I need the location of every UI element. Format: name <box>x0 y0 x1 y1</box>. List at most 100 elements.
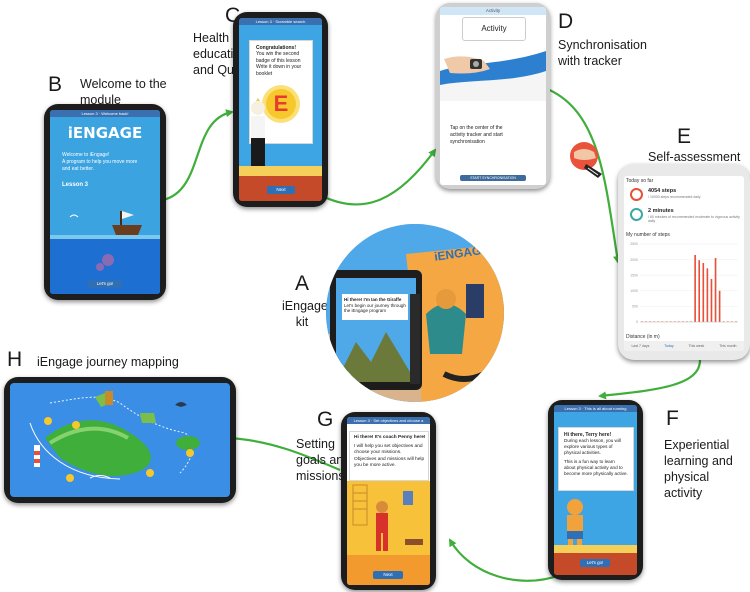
minutes-note: / 60 minutes of recommended moderate to … <box>648 215 740 223</box>
next-button[interactable]: Next <box>373 571 403 579</box>
screen-experiential: Lesson 3 · This is all about running Hi … <box>554 405 637 575</box>
tablet-text: Hi there! I'm Ian the Giraffe Let's begi… <box>344 297 406 314</box>
chart-bar <box>714 258 717 322</box>
label-b-letter: B <box>48 73 63 96</box>
tab-this-week[interactable]: This week <box>688 344 705 348</box>
terry-line: physical activities. <box>564 450 601 455</box>
section-steps: My number of steps <box>626 232 670 238</box>
tiger-character <box>567 499 583 547</box>
penny-title: Hi there! It's coach Penny here! <box>354 435 426 440</box>
tracker-wrist-icon <box>570 142 602 178</box>
lesson-title: Lesson 3 <box>62 182 89 188</box>
lets-go-button[interactable]: Let's go! <box>88 280 122 288</box>
label-g-caption-line: goals and <box>296 453 351 467</box>
label-h-letter: H <box>7 348 23 371</box>
chart-bar <box>694 254 696 322</box>
section-today: Today so far <box>626 178 654 184</box>
sync-line: synchronisation <box>450 139 485 145</box>
timer-icon <box>630 208 643 221</box>
badge-letter: E <box>273 91 289 116</box>
label-e-caption: Self-assessment <box>648 150 741 164</box>
congrats-line: You win the second <box>256 51 300 58</box>
lets-go-button[interactable]: Let's go! <box>580 559 610 567</box>
sync-line: activity tracker and start <box>450 132 503 138</box>
penny-line: choose your missions. <box>354 450 402 456</box>
arrow-b-to-c <box>162 109 234 202</box>
chart-bar <box>706 268 709 322</box>
app-logo: iENGAGE <box>67 124 143 142</box>
phone-quiz: Lesson 3 · Scramble search Congratulatio… <box>233 12 328 207</box>
tablet-title: Hi there! I'm Ian the Giraffe <box>344 297 402 302</box>
tab-today[interactable]: Today <box>664 344 674 348</box>
tablet-journey-map <box>4 377 236 503</box>
status-bar: Lesson 3 · Set objectives and choose a m… <box>347 417 430 430</box>
label-f-caption: Experiential learning and physical activ… <box>664 437 733 501</box>
chart-bar <box>718 290 721 322</box>
chart-y-tick-label: 0 <box>636 320 638 324</box>
status-bar: Lesson 3 · This is all about running <box>554 405 637 412</box>
phone-self-assessment: Today so far 4054 steps / 10000 steps re… <box>618 164 750 360</box>
label-d-caption-line: with tracker <box>558 54 622 68</box>
terry-card: Hi there, Terry here! During each lesson… <box>558 427 634 491</box>
welcome-line: and eat better. <box>62 166 94 172</box>
phone-experiential: Lesson 3 · This is all about running Hi … <box>548 400 643 580</box>
label-g-caption-line: Setting <box>296 437 335 451</box>
label-a-caption-line: iEngage <box>282 299 328 313</box>
badge-icon <box>266 89 296 119</box>
label-d-letter: D <box>558 10 574 33</box>
chart-y-tick-label: 2500 <box>630 242 638 246</box>
iengage-kit-photo: Hi there! I'm Ian the Giraffe Let's begi… <box>326 224 504 402</box>
kit-illustration <box>326 224 504 402</box>
tab-this-month[interactable]: This month <box>719 344 737 348</box>
screen-quiz: Lesson 3 · Scramble search Congratulatio… <box>239 18 322 201</box>
arrow-g-to-h <box>226 434 341 472</box>
arrow-c-to-d <box>319 148 437 206</box>
chart-bar <box>710 278 713 322</box>
label-d-caption-line: Synchronisation <box>558 38 647 52</box>
screen-goals: Lesson 3 · Set objectives and choose a m… <box>347 417 430 585</box>
label-f-caption-line: physical <box>664 470 710 484</box>
welcome-line: Welcome to iEngage! <box>62 152 110 158</box>
label-d-caption: Synchronisation with tracker <box>558 37 647 69</box>
steps-note: / 10000 steps recommended daily <box>648 195 701 199</box>
arrow-e-to-f <box>598 359 702 400</box>
label-c-caption-line: Health <box>193 31 230 45</box>
minutes-value: 2 minutes <box>648 208 674 214</box>
tab-last-7-days[interactable]: Last 7 days <box>631 344 650 348</box>
tablet-sub: Let's begin our journey through the iEng… <box>344 302 406 314</box>
status-bar: Lesson 3 · Scramble search <box>239 18 322 25</box>
label-a-caption: iEngage kit <box>282 298 328 330</box>
congrats-text: Congratulations! You win the second badg… <box>256 45 301 77</box>
terry-line: This is a fun way to learn <box>564 459 615 464</box>
chart-y-tick-label: 2000 <box>630 258 638 262</box>
start-sync-button[interactable]: START SYNCHRONISATION <box>460 175 526 181</box>
label-g-caption: Setting goals and missions <box>296 436 350 484</box>
section-distance: Distance (in m) <box>626 334 660 340</box>
chart-bar <box>702 263 705 322</box>
gym-illustration <box>347 481 430 585</box>
steps-icon <box>630 188 643 201</box>
label-b-caption-line: module <box>80 93 121 107</box>
penny-line: I will help you set objectives and <box>354 444 423 450</box>
label-f-caption-line: learning and <box>664 454 733 468</box>
sync-instructions: Tap on the center of the activity tracke… <box>450 125 503 146</box>
chart-y-tick-label: 500 <box>632 305 638 309</box>
activity-header: Activity <box>462 17 526 41</box>
congrats-line: badge of this lesson <box>256 57 301 64</box>
label-b-caption-line: Welcome to the <box>80 77 167 91</box>
chart-bar <box>698 260 701 322</box>
period-tabs: Last 7 days Today This week This month <box>624 341 744 351</box>
phone-welcome: Lesson 3 · Welcome back! iENGAGE Welcome… <box>44 104 166 300</box>
steps-value: 4054 steps <box>648 188 677 194</box>
sync-line: Tap on the center of the <box>450 125 503 131</box>
arrow-f-to-g <box>449 538 561 582</box>
next-button[interactable]: Next <box>267 186 295 194</box>
terry-line: become more physically active. <box>564 471 628 476</box>
label-h-caption: iEngage journey mapping <box>37 355 179 369</box>
terry-text: Hi there, Terry here! During each lesson… <box>564 432 628 477</box>
screen-welcome: Lesson 3 · Welcome back! iENGAGE Welcome… <box>50 110 160 294</box>
coach-character <box>250 98 266 171</box>
penny-line: Objectives and missions will help <box>354 456 425 462</box>
floor <box>239 166 322 176</box>
